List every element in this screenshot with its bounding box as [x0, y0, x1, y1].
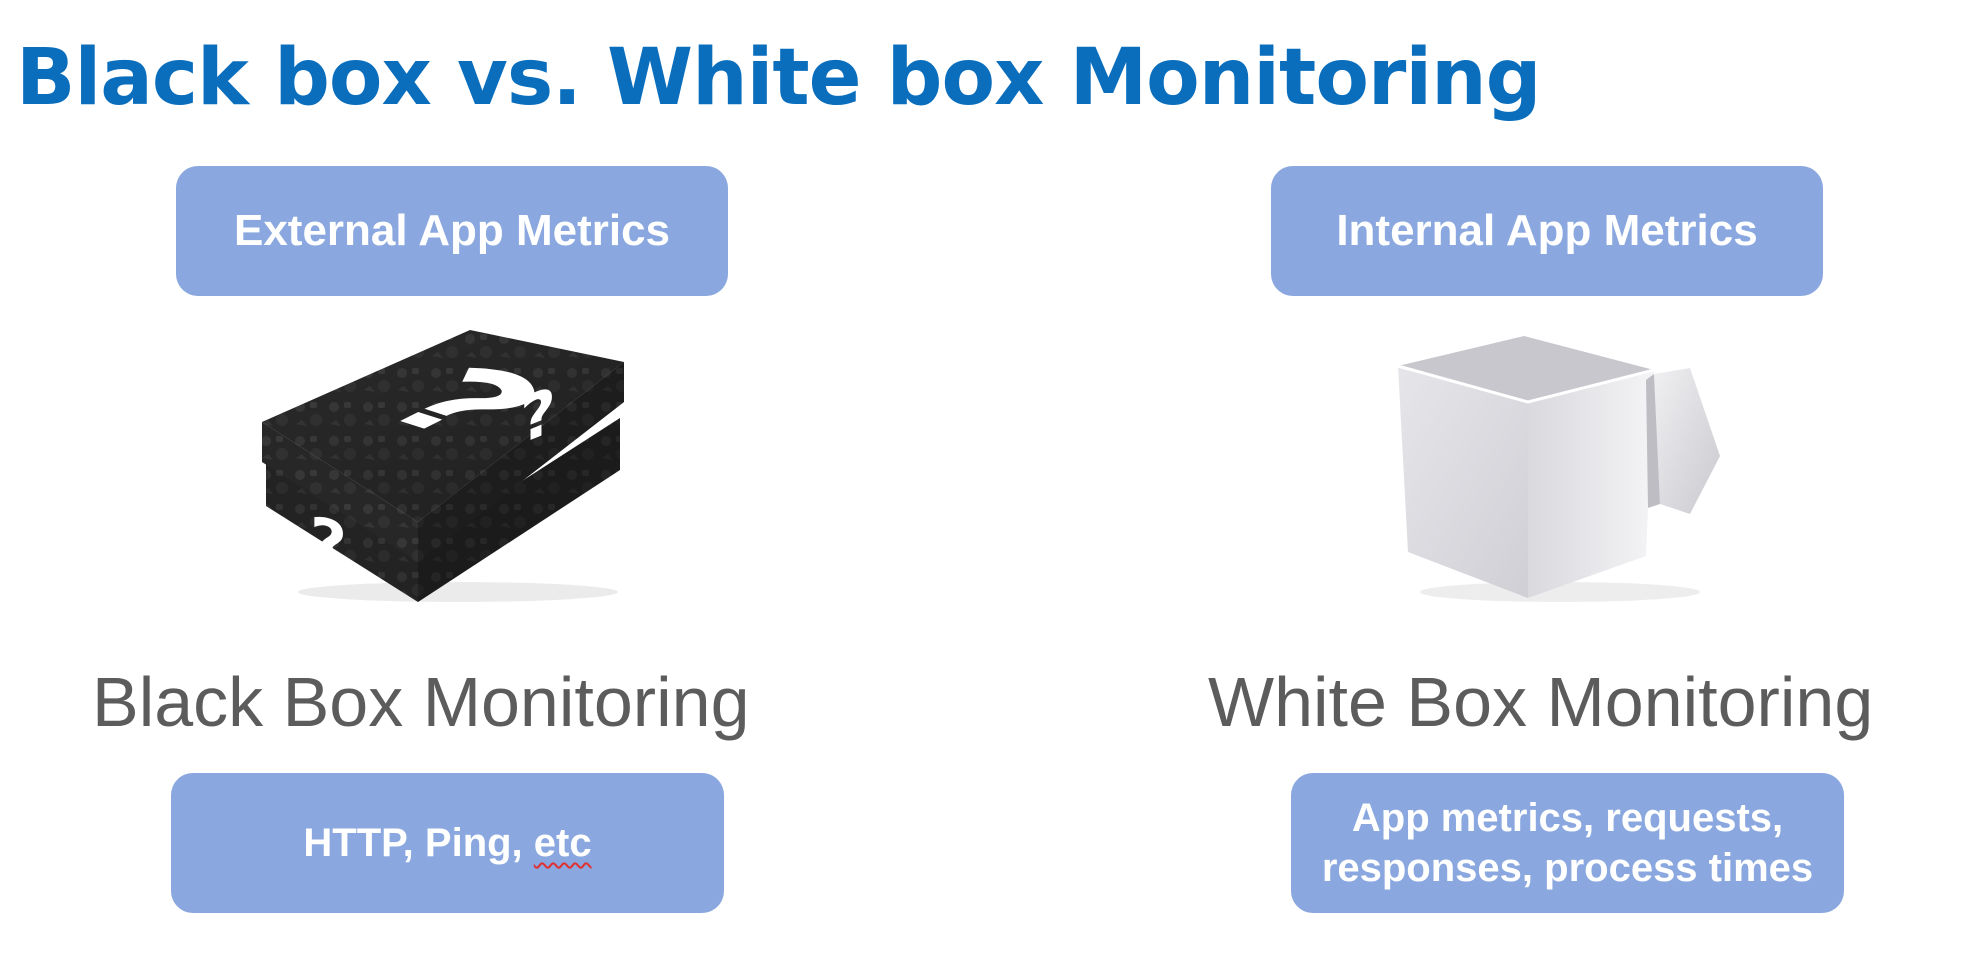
white-box-icon	[1397, 336, 1720, 602]
black-box-examples-label: HTTP, Ping, etc	[171, 773, 724, 913]
question-mark-icon: ?	[520, 373, 556, 460]
black-box-examples-text: HTTP, Ping, etc	[303, 821, 592, 865]
black-box-monitoring-heading: Black Box Monitoring	[92, 663, 750, 741]
white-box-examples-line2: responses, process times	[1321, 846, 1814, 890]
slide-title: Black box vs. White box Monitoring	[16, 33, 1541, 123]
spellcheck-flagged-word: etc	[533, 821, 592, 865]
white-box-examples-line1: App metrics, requests,	[1351, 796, 1784, 840]
internal-app-metrics-text: Internal App Metrics	[1336, 206, 1758, 255]
external-app-metrics-label: External App Metrics	[176, 166, 728, 296]
internal-app-metrics-label: Internal App Metrics	[1271, 166, 1823, 296]
external-app-metrics-text: External App Metrics	[233, 206, 671, 255]
white-box-examples-label: App metrics, requests, responses, proces…	[1291, 773, 1844, 913]
black-box-icon: ? ?	[262, 330, 624, 602]
white-box-monitoring-heading: White Box Monitoring	[1208, 663, 1874, 741]
question-mark-icon: ?	[310, 503, 347, 586]
